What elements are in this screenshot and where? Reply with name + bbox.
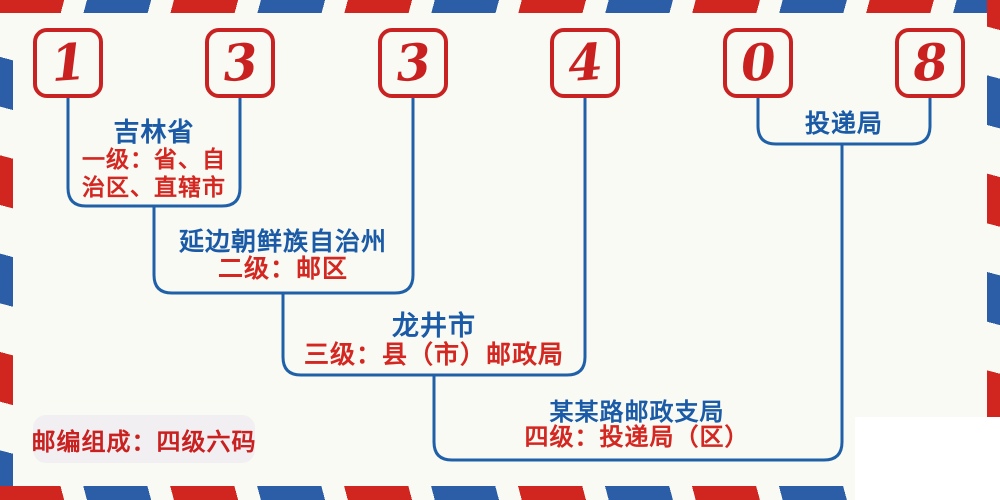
digit-box-4: 4 bbox=[550, 28, 620, 98]
digit-4: 4 bbox=[565, 31, 605, 94]
digit-3: 3 bbox=[393, 31, 433, 94]
delivery-office-label: 投递局 bbox=[804, 110, 884, 138]
digit-2: 3 bbox=[220, 31, 260, 94]
level3-desc: 三级：县（市）邮政局 bbox=[303, 341, 565, 369]
level4-desc: 四级：投递局（区） bbox=[524, 424, 750, 451]
connector-delivery bbox=[756, 98, 932, 146]
digit-6: 8 bbox=[910, 31, 950, 94]
level3-name: 龙井市 bbox=[392, 311, 476, 341]
level4-name: 某某路邮政支局 bbox=[549, 399, 725, 426]
footer-badge: 邮编组成：四级六码 bbox=[32, 415, 256, 463]
digit-box-3: 3 bbox=[378, 28, 448, 98]
level2-name: 延边朝鲜族自治州 bbox=[178, 228, 388, 256]
digit-1: 1 bbox=[48, 31, 88, 94]
level2-desc: 二级：邮区 bbox=[217, 255, 349, 283]
digit-box-2: 3 bbox=[205, 28, 275, 98]
digit-box-5: 0 bbox=[723, 28, 793, 98]
level1-desc: 一级：省、自治区、直辖市 bbox=[82, 146, 226, 200]
corner-white-patch bbox=[855, 417, 1000, 500]
digit-box-6: 8 bbox=[895, 28, 965, 98]
digit-5: 0 bbox=[738, 31, 778, 94]
level1-name: 吉林省 bbox=[113, 117, 195, 147]
digit-box-1: 1 bbox=[33, 28, 103, 98]
connector-level4 bbox=[432, 144, 844, 462]
